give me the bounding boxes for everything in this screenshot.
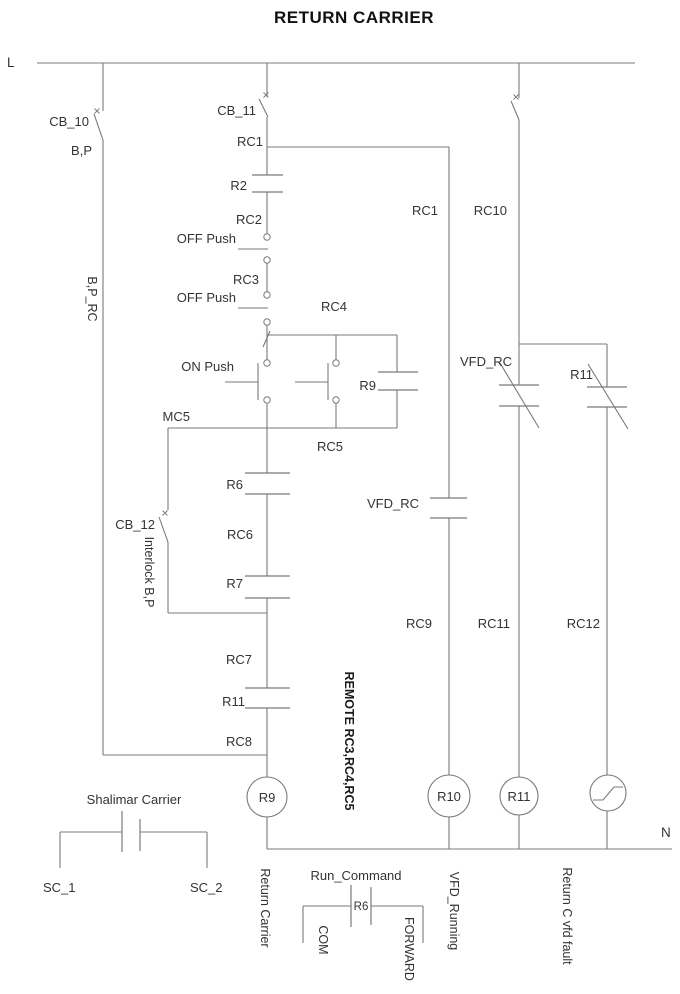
coil-r10-label: R10 bbox=[437, 789, 461, 804]
labels: RETURN CARRIER L N CB_10 B,P B,P_RC CB_1… bbox=[7, 8, 671, 981]
vfd-rc-no-contact-icon bbox=[430, 497, 467, 519]
coil-r10 bbox=[427, 774, 471, 818]
label-rc2: RC2 bbox=[236, 212, 262, 227]
label-return-c-vfd-fault: Return C vfd fault bbox=[560, 867, 574, 965]
page-title: RETURN CARRIER bbox=[274, 8, 434, 27]
r6-contact-icon bbox=[245, 472, 290, 495]
rc4-contact-icon bbox=[295, 359, 340, 404]
label-remote: REMOTE RC3,RC4,RC5 bbox=[342, 672, 356, 811]
label-rc11: RC11 bbox=[478, 616, 510, 631]
run-command-contact-icon bbox=[302, 885, 424, 943]
label-r6-contact: R6 bbox=[226, 477, 243, 492]
label-vfd-rc-no: VFD_RC bbox=[367, 496, 419, 511]
coil-r11-label: R11 bbox=[508, 789, 531, 804]
n-rail-label: N bbox=[661, 825, 671, 840]
label-sc1: SC_1 bbox=[43, 880, 76, 895]
label-forward: FORWARD bbox=[402, 917, 416, 981]
label-rc6: RC6 bbox=[227, 527, 253, 542]
label-r7-contact: R7 bbox=[226, 576, 243, 591]
label-r9-contact: R9 bbox=[359, 378, 376, 393]
label-bp-rc: B,P_RC bbox=[85, 276, 99, 321]
coil-r11 bbox=[499, 776, 539, 816]
r7-contact-icon bbox=[245, 575, 290, 599]
label-rc12: RC12 bbox=[567, 616, 600, 631]
label-r11-nc: R11 bbox=[570, 367, 593, 382]
cb13-breaker-icon bbox=[510, 94, 520, 121]
label-off-push-1: OFF Push bbox=[177, 231, 236, 246]
label-rc4: RC4 bbox=[321, 299, 347, 314]
label-vfd-running: VFD_Running bbox=[447, 872, 461, 951]
label-on-push: ON Push bbox=[181, 359, 234, 374]
label-cb12: CB_12 bbox=[115, 517, 155, 532]
label-vfd-rc-nc: VFD_RC bbox=[460, 354, 512, 369]
label-rc7: RC7 bbox=[226, 652, 252, 667]
label-off-push-2: OFF Push bbox=[177, 290, 236, 305]
cb12-breaker-icon bbox=[158, 510, 169, 543]
cb10-breaker-icon bbox=[93, 108, 104, 141]
label-run-command: Run_Command bbox=[310, 868, 401, 883]
label-com: COM bbox=[316, 925, 330, 954]
r11-contact-icon bbox=[245, 687, 290, 709]
coil-r9-label: R9 bbox=[259, 790, 276, 805]
cb11-breaker-icon bbox=[258, 92, 269, 118]
label-rc3: RC3 bbox=[233, 272, 259, 287]
label-r11-contact: R11 bbox=[222, 694, 245, 709]
label-mc5: MC5 bbox=[163, 409, 190, 424]
label-cb11: CB_11 bbox=[217, 103, 256, 118]
label-rc9: RC9 bbox=[406, 616, 432, 631]
label-sc2: SC_2 bbox=[190, 880, 223, 895]
label-rc1-branch: RC1 bbox=[412, 203, 438, 218]
vfd-rc-nc-contact-icon bbox=[499, 362, 540, 429]
r9-contact-icon bbox=[378, 371, 418, 391]
off-pushbutton-1-icon bbox=[238, 233, 271, 264]
r11-nc-contact-icon bbox=[587, 363, 629, 430]
label-rc5: RC5 bbox=[317, 439, 343, 454]
coil-r9 bbox=[246, 776, 288, 818]
r2-contact-icon bbox=[252, 174, 283, 193]
off-pushbutton-2-icon bbox=[238, 291, 271, 348]
on-pushbutton-icon bbox=[225, 359, 271, 404]
label-r6-bottom: R6 bbox=[354, 901, 369, 913]
label-r2: R2 bbox=[230, 178, 247, 193]
label-rc8: RC8 bbox=[226, 734, 252, 749]
label-return-carrier: Return Carrier bbox=[258, 868, 272, 947]
vfd-fault-indicator-icon bbox=[589, 774, 627, 812]
label-interlock-bp: Interlock B,P bbox=[142, 537, 156, 608]
label-bp: B,P bbox=[71, 143, 92, 158]
l-rail-label: L bbox=[7, 55, 15, 70]
label-rc10: RC10 bbox=[474, 203, 507, 218]
label-cb10: CB_10 bbox=[49, 114, 89, 129]
label-rc1: RC1 bbox=[237, 134, 263, 149]
wiring bbox=[37, 62, 672, 850]
label-shalimar: Shalimar Carrier bbox=[87, 792, 182, 807]
shalimar-carrier-contact-icon bbox=[59, 811, 208, 868]
